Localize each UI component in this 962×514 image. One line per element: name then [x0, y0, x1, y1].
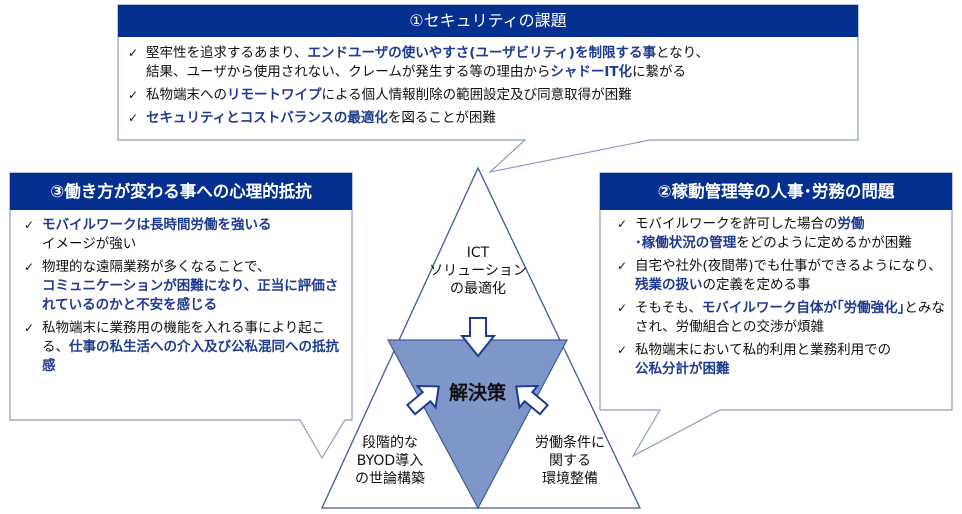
bullet-text: 私物端末に業務用の機能を入れる事により起こる、 — [42, 320, 326, 355]
bullet-text: とみなされ、労働組合との交渉が煩雑 — [635, 300, 945, 335]
right-label-line: 労働条件に — [535, 435, 605, 451]
bullet-text: による個人情報削除の範囲設定及び同意取得が困難 — [321, 87, 632, 103]
bullet-text: 結果、ユーザから使用されない、クレームが発生する等の理由から — [146, 64, 551, 80]
bullet-text: イメージが強い — [42, 236, 137, 252]
check-icon: ✓ — [128, 88, 139, 102]
check-icon: ✓ — [617, 259, 628, 273]
bullet-text: 私物端末への — [146, 87, 227, 103]
emphasis-text: エンドユーザの使いやすさ(ユーザビリティ)を制限する事 — [307, 45, 656, 61]
right-label-line: 環境整備 — [542, 471, 598, 487]
bullet-item: ✓ 物理的な遠隔業務が多くなることで、コミュニケーションが困難になり、正当に評価さ… — [24, 258, 344, 315]
bullet-text: 私物端末において私的利用と業務利用での — [635, 342, 892, 358]
bullet-item: ✓ 私物端末に業務用の機能を入れる事により起こる、仕事の私生活への介入及び公私混同… — [24, 319, 344, 376]
solution-label: 解決策 — [449, 382, 507, 404]
triangle-left-label: 段階的な BYOD導入 の世論構築 — [340, 434, 440, 488]
emphasis-text: リモートワイプ — [227, 87, 322, 103]
bullet-item: ✓ 堅牢性を追求するあまり、エンドユーザの使いやすさ(ユーザビリティ)を制限する事… — [128, 44, 848, 82]
bullet-item: ✓ 私物端末において私的利用と業務利用での公私分計が困難 — [617, 341, 947, 379]
check-icon: ✓ — [128, 46, 139, 60]
bullet-text: モバイルワークを許可した場合の — [635, 216, 838, 232]
bullet-text: の定義を定める事 — [702, 277, 811, 293]
bullet-item: ✓ そもそも、モバイルワーク自体が｢労働強化｣とみなされ、労働組合との交渉が煩雑 — [617, 299, 947, 337]
top-label-line: ICT — [466, 245, 490, 261]
bullet-text: となり、 — [655, 45, 710, 61]
bullet-item: ✓ 私物端末へのリモートワイプによる個人情報削除の範囲設定及び同意取得が困難 — [128, 86, 848, 105]
security-header: ①セキュリティの課題 — [118, 5, 858, 37]
check-icon: ✓ — [128, 111, 139, 125]
emphasis-text: 労働 — [837, 216, 865, 232]
emphasis-text: コミュニケーションが困難になり、正当に評価されているのかと不安を感じる — [42, 278, 339, 313]
bullet-item: ✓ セキュリティとコストバランスの最適化を図ることが困難 — [128, 109, 848, 128]
triangle-top-label: ICT ソリューション の最適化 — [418, 244, 538, 298]
arrow-right-icon — [515, 384, 550, 416]
arrow-left-icon — [405, 384, 440, 416]
emphasis-text: 残業の扱い — [635, 277, 703, 293]
psychology-callout — [9, 172, 353, 460]
check-icon: ✓ — [24, 218, 35, 232]
labor-callout — [599, 172, 953, 458]
bullet-text: 自宅や社外(夜間帯)でも仕事ができるようになり、 — [635, 258, 942, 274]
bullet-text: をどのように定めるかが困難 — [736, 235, 912, 251]
emphasis-text: ･稼働状況の管理 — [635, 235, 737, 251]
check-icon: ✓ — [24, 260, 35, 274]
emphasis-text: 仕事の私生活への介入及び公私混同への抵抗感 — [42, 339, 339, 374]
labor-list: ✓モバイルワークを許可した場合の労働･稼働状況の管理をどのように定めるかが困難✓… — [617, 215, 947, 383]
bullet-item: ✓ モバイルワークは長時間労働を強いるイメージが強い — [24, 216, 344, 254]
security-callout — [117, 4, 859, 174]
arrow-down-icon — [459, 317, 497, 358]
top-label-line: ソリューション — [429, 263, 527, 279]
bullet-item: ✓ モバイルワークを許可した場合の労働 ･稼働状況の管理をどのように定めるかが困難 — [617, 215, 947, 253]
bullet-text: そもそも、 — [635, 300, 702, 316]
security-list: ✓ 堅牢性を追求するあまり、エンドユーザの使いやすさ(ユーザビリティ)を制限する事… — [128, 44, 848, 132]
triangle-right-label: 労働条件に 関する 環境整備 — [520, 434, 620, 488]
emphasis-text: モバイルワーク自体が｢労働強化｣ — [701, 300, 905, 316]
check-icon: ✓ — [617, 217, 628, 231]
right-label-line: 関する — [549, 453, 591, 469]
check-icon: ✓ — [617, 301, 628, 315]
emphasis-text: 公私分計が困難 — [635, 361, 730, 377]
bullet-text: 堅牢性を追求するあまり、 — [146, 45, 308, 61]
check-icon: ✓ — [24, 321, 35, 335]
bullet-text: に繋がる — [632, 64, 687, 80]
top-label-line: の最適化 — [450, 281, 506, 297]
left-label-line: BYOD導入 — [356, 453, 424, 469]
emphasis-text: シャドーIT化 — [550, 64, 633, 80]
psychology-list: ✓ モバイルワークは長時間労働を強いるイメージが強い ✓ 物理的な遠隔業務が多くなるこ… — [24, 216, 344, 380]
check-icon: ✓ — [617, 343, 628, 357]
bullet-text: を図ることが困難 — [387, 110, 496, 126]
emphasis-text: モバイルワークは長時間労働を強いる — [42, 217, 272, 233]
left-label-line: の世論構築 — [355, 471, 425, 487]
left-label-line: 段階的な — [362, 435, 418, 451]
labor-header: ②稼動管理等の人事･労務の問題 — [600, 173, 952, 210]
emphasis-text: セキュリティとコストバランスの最適化 — [146, 110, 388, 126]
bullet-item: ✓ 自宅や社外(夜間帯)でも仕事ができるようになり、残業の扱いの定義を定める事 — [617, 257, 947, 295]
psychology-header: ③働き方が変わる事への心理的抵抗 — [10, 173, 352, 210]
bullet-text: 物理的な遠隔業務が多くなることで、 — [42, 259, 271, 275]
